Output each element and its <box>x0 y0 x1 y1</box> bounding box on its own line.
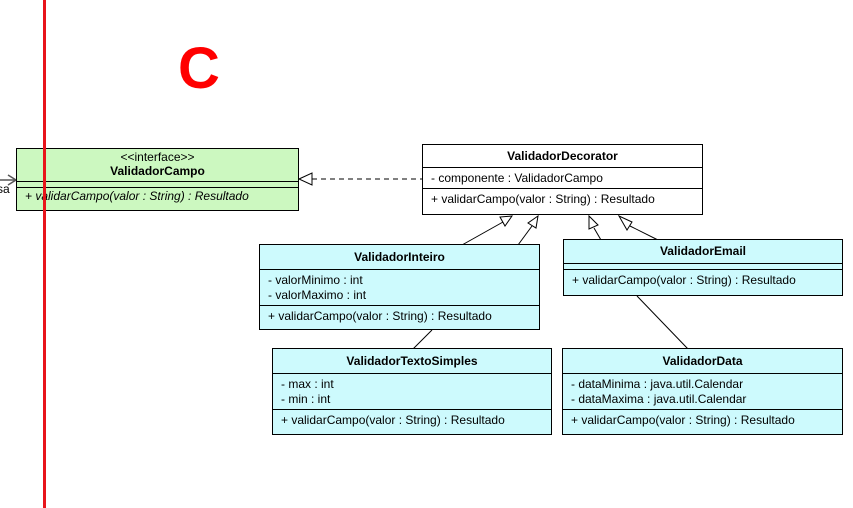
vertical-red-divider <box>43 0 46 508</box>
attributes-section <box>17 182 298 188</box>
generalization-inteiro-branch-arrowhead <box>527 214 539 229</box>
class-validador-data[interactable]: ValidadorData - dataMinima : java.util.C… <box>562 348 843 435</box>
attribute-item: - valorMaximo : int <box>268 288 367 302</box>
generalization-email-branch-line <box>629 225 659 241</box>
operations-section: + validarCampo(valor : String) : Resulta… <box>564 270 842 291</box>
attribute-item: - dataMinima : java.util.Calendar <box>571 377 744 391</box>
class-name: ValidadorInteiro <box>354 250 445 264</box>
class-validador-inteiro[interactable]: ValidadorInteiro - valorMinimo : int - v… <box>259 244 540 330</box>
attribute-item: - dataMaxima : java.util.Calendar <box>571 392 747 406</box>
class-header: ValidadorDecorator <box>423 145 702 168</box>
generalization-email-arrowhead <box>588 214 599 230</box>
class-header: ValidadorEmail <box>564 240 842 264</box>
attribute-item: - componente : ValidadorCampo <box>431 171 603 185</box>
class-header: ValidadorData <box>563 349 842 374</box>
operation-item: + validarCampo(valor : String) : Resulta… <box>268 309 492 323</box>
attributes-section: - valorMinimo : int - valorMaximo : int <box>260 270 539 306</box>
attribute-item: - min : int <box>281 392 331 406</box>
operations-section: + validarCampo(valor : String) : Resulta… <box>260 306 539 327</box>
class-name: ValidadorCampo <box>110 164 205 178</box>
generalization-inteiro-branch-line <box>517 225 533 246</box>
generalization-email-line <box>593 227 602 241</box>
generalization-inteiro-arrowhead <box>499 215 514 227</box>
operation-item: + validarCampo(valor : String) : Resulta… <box>25 189 249 203</box>
class-name: ValidadorTextoSimples <box>346 354 478 368</box>
overlay-letter: C <box>178 36 220 101</box>
attribute-item: - valorMinimo : int <box>268 273 363 287</box>
operation-item: + validarCampo(valor : String) : Resulta… <box>431 192 655 206</box>
operations-section: + validarCampo(valor : String) : Resulta… <box>563 410 842 431</box>
operation-item: + validarCampo(valor : String) : Resulta… <box>281 413 505 427</box>
class-name: ValidadorEmail <box>659 244 747 258</box>
operations-section: + validarCampo(valor : String) : Resulta… <box>17 188 298 207</box>
class-validador-campo[interactable]: <<interface>> ValidadorCampo + validarCa… <box>16 148 299 211</box>
operations-section: + validarCampo(valor : String) : Resulta… <box>423 189 702 210</box>
class-header: <<interface>> ValidadorCampo <box>17 149 298 182</box>
stereotype-label: <<interface>> <box>120 150 195 164</box>
generalization-inteiro-line <box>461 221 504 246</box>
class-validador-email[interactable]: ValidadorEmail + validarCampo(valor : St… <box>563 239 843 296</box>
class-header: ValidadorTextoSimples <box>273 349 551 374</box>
class-validador-texto-simples[interactable]: ValidadorTextoSimples - max : int - min … <box>272 348 552 435</box>
realization-arrowhead <box>297 172 313 186</box>
association-label-fragment: sa <box>0 182 10 196</box>
attributes-section: - dataMinima : java.util.Calendar - data… <box>563 374 842 410</box>
data-to-email-line <box>636 295 689 350</box>
class-name: ValidadorData <box>662 354 743 368</box>
generalization-email-branch-arrowhead <box>617 214 633 231</box>
operation-item: + validarCampo(valor : String) : Resulta… <box>572 273 796 287</box>
class-name: ValidadorDecorator <box>507 149 618 163</box>
operations-section: + validarCampo(valor : String) : Resulta… <box>273 410 551 431</box>
class-validador-decorator[interactable]: ValidadorDecorator - componente : Valida… <box>422 144 703 215</box>
operation-item: + validarCampo(valor : String) : Resulta… <box>571 413 795 427</box>
attributes-section <box>564 264 842 270</box>
texto-simples-to-inteiro-line <box>412 329 433 350</box>
class-header: ValidadorInteiro <box>260 245 539 270</box>
attribute-item: - max : int <box>281 377 334 391</box>
attributes-section: - componente : ValidadorCampo <box>423 168 702 189</box>
attributes-section: - max : int - min : int <box>273 374 551 410</box>
